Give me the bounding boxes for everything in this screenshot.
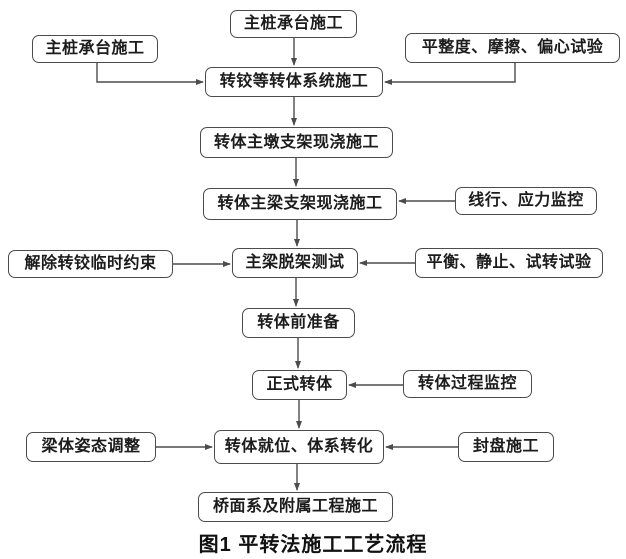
node-flatness-test-label: 平整度、摩擦、偏心试验 xyxy=(421,39,604,56)
node-line-stress-monitor: 线行、应力监控 xyxy=(455,187,597,215)
node-attitude-adjust: 梁体姿态调整 xyxy=(26,432,156,462)
node-pre-rotation-label: 转体前准备 xyxy=(257,314,340,331)
node-pier-cast-label: 转体主墩支架现浇施工 xyxy=(213,133,379,151)
node-girder-cast-label: 转体主梁支架现浇施工 xyxy=(217,195,383,212)
node-attitude-adjust-label: 梁体姿态调整 xyxy=(41,438,141,455)
node-hinge-system-label: 转铰等转体系统施工 xyxy=(219,73,369,90)
node-balance-test-label: 平衡、静止、试转试验 xyxy=(426,254,592,271)
node-positioning-label: 转体就位、体系转化 xyxy=(224,438,374,455)
node-formal-rotation: 正式转体 xyxy=(252,370,347,400)
node-pile-cap-top-label: 主桩承台施工 xyxy=(243,15,343,32)
node-balance-test: 平衡、静止、试转试验 xyxy=(415,248,603,278)
node-positioning: 转体就位、体系转化 xyxy=(214,430,384,464)
node-release-restraint: 解除转铰临时约束 xyxy=(8,250,173,278)
node-flatness-test: 平整度、摩擦、偏心试验 xyxy=(405,33,620,63)
node-release-restraint-label: 解除转铰临时约束 xyxy=(24,255,157,272)
figure-caption: 图1 平转法施工工艺流程 xyxy=(198,534,428,556)
node-girder-test-label: 主梁脱架测试 xyxy=(245,254,345,271)
node-pile-cap-top: 主桩承台施工 xyxy=(230,10,357,38)
node-pile-cap-left: 主桩承台施工 xyxy=(32,35,158,63)
node-pile-cap-left-label: 主桩承台施工 xyxy=(45,40,145,57)
node-girder-cast: 转体主梁支架现浇施工 xyxy=(203,188,397,220)
node-deck-works-label: 桥面系及附属工程施工 xyxy=(212,498,378,515)
node-pre-rotation: 转体前准备 xyxy=(242,308,355,338)
node-hinge-system: 转铰等转体系统施工 xyxy=(205,67,383,97)
node-pier-cast: 转体主墩支架现浇施工 xyxy=(200,127,393,158)
connector-flatness-test-to-hinge-system xyxy=(384,63,516,85)
node-girder-test: 主梁脱架测试 xyxy=(232,248,358,278)
node-seal-construction-label: 封盘施工 xyxy=(472,438,539,455)
node-formal-rotation-label: 正式转体 xyxy=(266,376,333,393)
node-process-monitor: 转体过程监控 xyxy=(403,370,532,398)
node-process-monitor-label: 转体过程监控 xyxy=(417,375,517,392)
node-deck-works: 桥面系及附属工程施工 xyxy=(198,492,393,522)
node-line-stress-monitor-label: 线行、应力监控 xyxy=(468,192,584,209)
node-seal-construction: 封盘施工 xyxy=(458,432,554,462)
connector-pile-cap-left-to-hinge-system xyxy=(96,63,204,85)
